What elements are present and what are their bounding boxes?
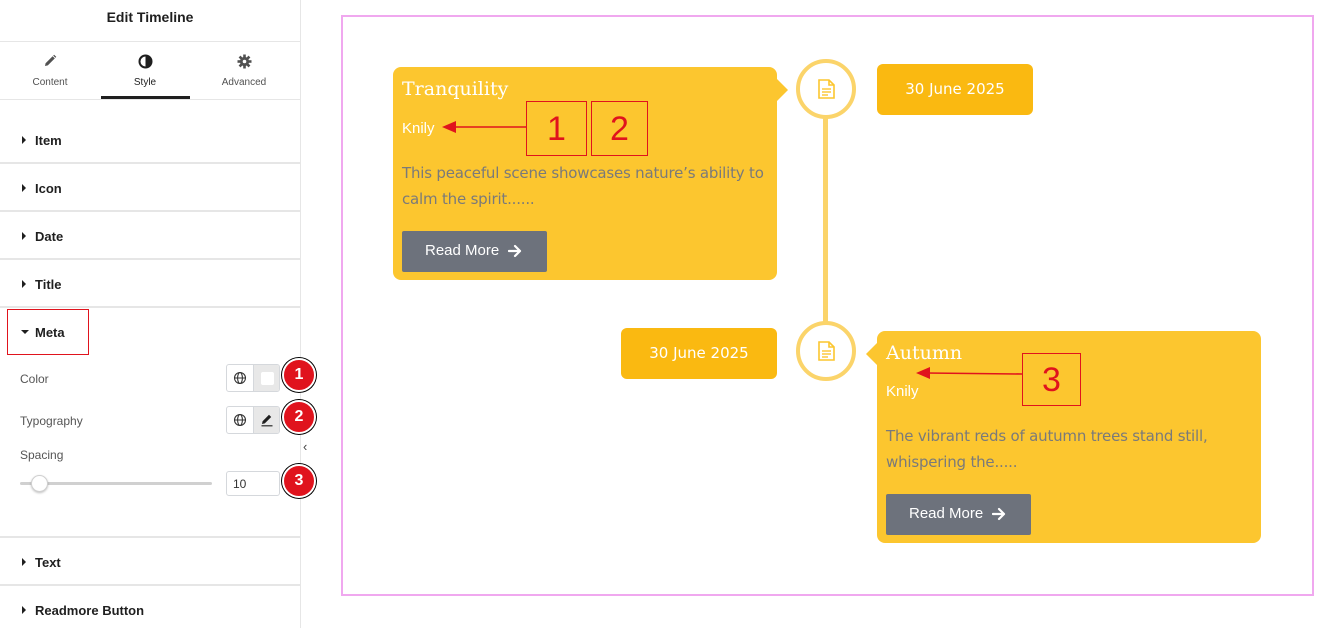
card-pointer (777, 79, 788, 101)
caret-right-icon (22, 184, 26, 192)
tab-advanced[interactable]: Advanced (199, 42, 289, 99)
typography-control (226, 406, 280, 434)
read-more-label: Read More (909, 505, 984, 522)
annotation-badge-1: 1 (282, 358, 316, 392)
pencil-icon (5, 54, 95, 70)
pencil-icon (261, 414, 273, 427)
section-icon[interactable]: Icon (0, 164, 300, 212)
contrast-icon (100, 54, 190, 70)
caret-right-icon (22, 232, 26, 240)
section-readmore-button[interactable]: Readmore Button (0, 586, 300, 634)
typography-label: Typography (20, 414, 83, 428)
section-item[interactable]: Item (0, 116, 300, 164)
card-pointer (866, 343, 877, 365)
timeline-node-1 (796, 59, 856, 119)
tab-content[interactable]: Content (5, 42, 95, 99)
spacing-label: Spacing (20, 448, 64, 462)
global-color-button[interactable] (227, 365, 254, 391)
timeline-date-2: 30 June 2025 (621, 328, 777, 379)
tab-advanced-label: Advanced (221, 77, 267, 88)
caret-right-icon (22, 280, 26, 288)
caret-right-icon (22, 136, 26, 144)
spacing-slider-handle[interactable] (31, 475, 48, 492)
read-more-button[interactable]: Read More (402, 231, 547, 272)
timeline-card-meta: Knily (886, 383, 919, 400)
section-meta-header[interactable]: Meta (7, 309, 89, 355)
timeline-card-meta: Knily (402, 120, 435, 137)
section-title-label: Title (35, 277, 62, 292)
document-icon (818, 341, 835, 361)
globe-icon (233, 413, 247, 427)
read-more-button[interactable]: Read More (886, 494, 1031, 535)
caret-down-icon (21, 330, 29, 334)
section-item-label: Item (35, 133, 62, 148)
gear-icon (199, 54, 289, 70)
color-swatch (261, 372, 274, 385)
timeline-card-text: The vibrant reds of autumn trees stand s… (886, 427, 1208, 471)
edit-typography-button[interactable] (254, 407, 279, 433)
timeline-card-1: Tranquility Knily This peaceful scene sh… (393, 67, 788, 280)
read-more-label: Read More (425, 242, 500, 259)
global-typography-button[interactable] (227, 407, 254, 433)
panel-tabs: Content Style Advanced (0, 42, 300, 100)
timeline-card-text: This peaceful scene showcases nature’s a… (402, 164, 764, 208)
document-icon (818, 79, 835, 99)
tab-content-label: Content (32, 77, 68, 88)
timeline-date-1: 30 June 2025 (877, 64, 1033, 115)
color-picker-button[interactable] (254, 365, 279, 391)
globe-icon (233, 371, 247, 385)
section-date[interactable]: Date (0, 212, 300, 260)
spacing-input[interactable] (226, 471, 280, 496)
annotation-box-1: 1 (526, 101, 587, 156)
timeline-node-2 (796, 321, 856, 381)
collapse-panel-icon[interactable]: ‹ (303, 439, 308, 454)
color-label: Color (20, 372, 49, 386)
section-meta: Meta (0, 308, 300, 538)
arrow-right-icon (992, 507, 1006, 521)
spacing-slider[interactable] (20, 482, 212, 485)
annotation-badge-3: 3 (282, 464, 316, 498)
timeline-card-2: Autumn Knily The vibrant reds of autumn … (866, 331, 1261, 543)
panel-title: Edit Timeline (0, 0, 300, 42)
annotation-box-3: 3 (1022, 353, 1081, 406)
caret-right-icon (22, 558, 26, 566)
timeline-card-title: Autumn (886, 342, 963, 364)
timeline-line (823, 117, 828, 324)
timeline-card-title: Tranquility (402, 78, 509, 100)
section-readmore-label: Readmore Button (35, 603, 145, 618)
active-tab-indicator (101, 96, 190, 99)
section-title[interactable]: Title (0, 260, 300, 308)
section-date-label: Date (35, 229, 64, 244)
section-text[interactable]: Text (0, 538, 300, 586)
annotation-box-2: 2 (591, 101, 648, 156)
caret-right-icon (22, 606, 26, 614)
section-icon-label: Icon (35, 181, 62, 196)
section-text-label: Text (35, 555, 61, 570)
arrow-right-icon (508, 244, 522, 258)
annotation-badge-2: 2 (282, 400, 316, 434)
tab-style[interactable]: Style (100, 42, 190, 99)
editor-panel: Edit Timeline Content Style Advanced Ite… (0, 0, 301, 628)
color-control (226, 364, 280, 392)
section-meta-label: Meta (35, 325, 65, 340)
tab-style-label: Style (133, 77, 157, 88)
